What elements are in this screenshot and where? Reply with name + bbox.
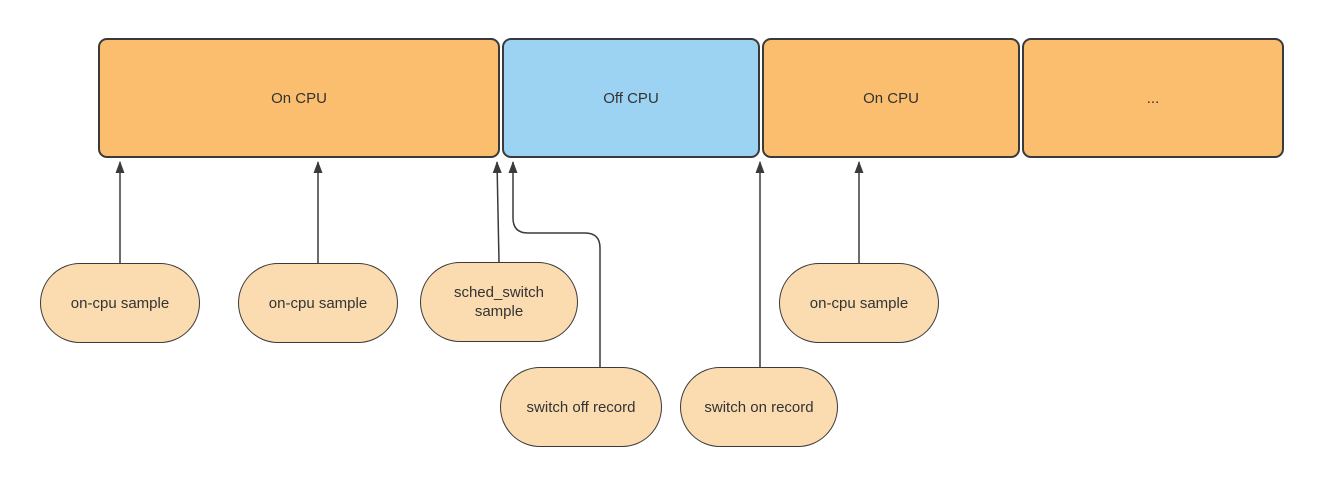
timeline-block-label: Off CPU bbox=[603, 89, 659, 107]
event-pill-switch-off-record: switch off record bbox=[500, 367, 662, 447]
arrow-sched-switch-sample bbox=[492, 161, 502, 263]
timeline-block-label: ... bbox=[1146, 89, 1160, 107]
event-pill-on-cpu-sample-1: on-cpu sample bbox=[40, 263, 200, 343]
timeline-block-ellipsis: ... bbox=[1022, 38, 1284, 158]
event-pill-on-cpu-sample-2: on-cpu sample bbox=[238, 263, 398, 343]
timeline-block-label: On CPU bbox=[863, 89, 919, 107]
timeline-block-on-cpu-2: On CPU bbox=[762, 38, 1020, 158]
event-pill-label: on-cpu sample bbox=[809, 294, 909, 312]
event-pill-label: switch off record bbox=[526, 398, 636, 416]
timeline-block-on-cpu-1: On CPU bbox=[98, 38, 500, 158]
event-pill-label: switch on record bbox=[704, 398, 814, 416]
event-pill-switch-on-record: switch on record bbox=[680, 367, 838, 447]
event-pill-label: sched_switch sample bbox=[453, 284, 545, 320]
timeline-block-label: On CPU bbox=[271, 89, 327, 107]
event-pill-on-cpu-sample-3: on-cpu sample bbox=[779, 263, 939, 343]
event-pill-label: on-cpu sample bbox=[268, 294, 368, 312]
event-pill-label: on-cpu sample bbox=[70, 294, 170, 312]
timeline-block-off-cpu: Off CPU bbox=[502, 38, 760, 158]
event-pill-sched-switch-sample: sched_switch sample bbox=[420, 262, 578, 342]
